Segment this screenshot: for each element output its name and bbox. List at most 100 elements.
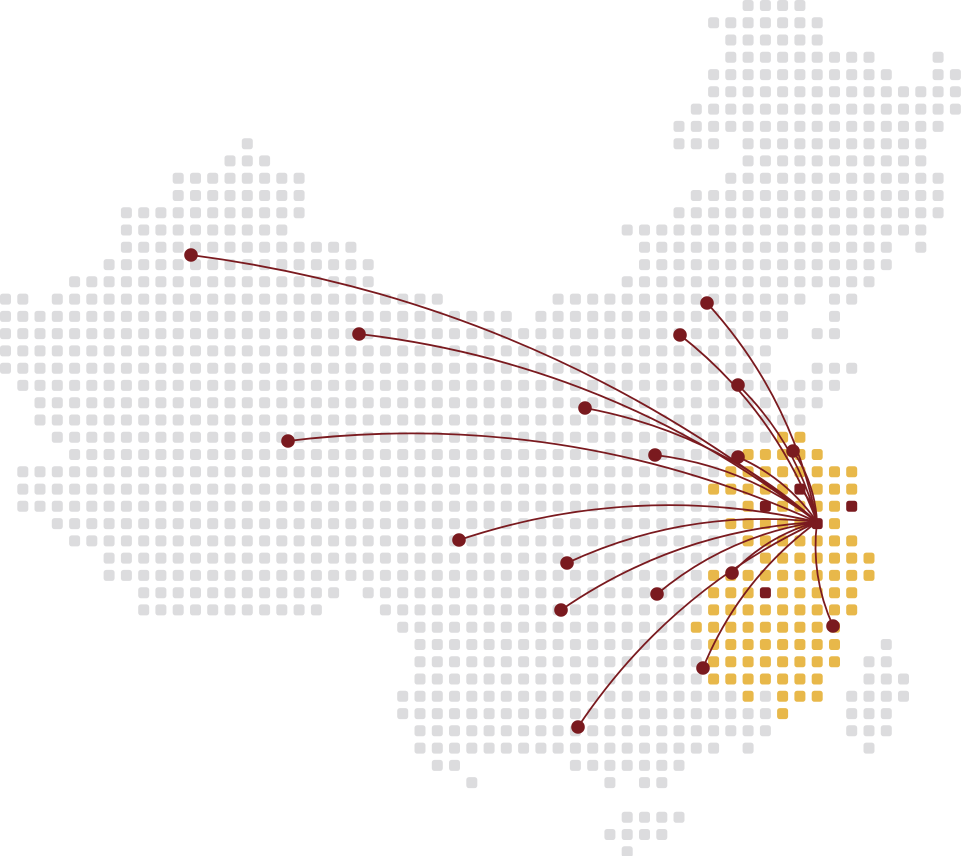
land-dot (846, 155, 858, 167)
land-dot (414, 535, 426, 547)
land-dot (414, 310, 426, 322)
land-dot (863, 708, 875, 720)
land-dot (69, 483, 81, 495)
land-dot (759, 276, 771, 288)
city-square-icon (759, 500, 771, 512)
land-dot (431, 293, 443, 305)
land-dot (138, 535, 150, 547)
land-dot (552, 414, 564, 426)
land-dot (725, 500, 737, 512)
land-dot (449, 656, 460, 668)
land-dot (656, 397, 668, 409)
land-dot (259, 466, 271, 478)
land-dot (362, 345, 374, 357)
land-dot (466, 414, 478, 426)
land-dot (397, 518, 409, 530)
land-dot (639, 224, 650, 236)
land-dot (207, 569, 219, 581)
land-dot (725, 51, 737, 63)
land-dot (120, 362, 132, 374)
land-dot (604, 759, 616, 771)
land-dot (362, 552, 374, 564)
land-dot (846, 86, 858, 98)
land-dot (500, 604, 512, 616)
land-dot (69, 328, 81, 340)
land-dot (207, 345, 219, 357)
land-dot (725, 34, 737, 46)
land-dot (518, 535, 530, 547)
land-dot (155, 587, 167, 599)
land-dot (500, 414, 512, 426)
land-dot (777, 207, 789, 219)
land-dot (639, 379, 650, 391)
land-dot (500, 310, 512, 322)
land-dot (690, 483, 702, 495)
land-dot (656, 604, 668, 616)
land-dot (224, 224, 236, 236)
land-dot (276, 414, 288, 426)
highlight-dot (777, 587, 789, 599)
land-dot (51, 397, 63, 409)
land-dot (500, 379, 512, 391)
land-dot (621, 725, 633, 737)
land-dot (639, 431, 650, 443)
land-dot (51, 345, 63, 357)
land-dot (259, 414, 271, 426)
land-dot (569, 690, 581, 702)
land-dot (414, 552, 426, 564)
highlight-dot (811, 604, 823, 616)
land-dot (207, 241, 219, 253)
land-dot (725, 293, 737, 305)
land-dot (535, 449, 547, 460)
highlight-dot (846, 483, 858, 495)
land-dot (17, 466, 29, 478)
land-dot (466, 656, 478, 668)
land-dot (794, 224, 806, 236)
land-dot (190, 172, 201, 184)
land-dot (172, 310, 184, 322)
land-dot (587, 414, 599, 426)
land-dot (621, 310, 633, 322)
land-dot (103, 431, 115, 443)
land-dot (241, 449, 253, 460)
land-dot (449, 362, 460, 374)
highlight-dot (811, 483, 823, 495)
land-dot (241, 379, 253, 391)
land-dot (172, 569, 184, 581)
land-dot (328, 483, 340, 495)
land-dot (328, 466, 340, 478)
land-dot (138, 241, 150, 253)
land-dot (138, 604, 150, 616)
land-dot (535, 362, 547, 374)
land-dot (138, 207, 150, 219)
land-dot (310, 310, 322, 322)
land-dot (880, 86, 892, 98)
land-dot (310, 466, 322, 478)
circle-marker-icon (571, 720, 585, 734)
land-dot (397, 397, 409, 409)
land-dot (552, 310, 564, 322)
land-dot (431, 535, 443, 547)
land-dot (829, 241, 840, 253)
land-dot (587, 742, 599, 754)
land-dot (259, 259, 271, 271)
land-dot (431, 483, 443, 495)
land-dot (518, 518, 530, 530)
land-dot (811, 328, 823, 340)
land-dot (777, 103, 789, 115)
land-dot (120, 328, 132, 340)
land-dot (0, 345, 11, 357)
land-dot (483, 397, 495, 409)
land-dot (172, 500, 184, 512)
land-dot (587, 690, 599, 702)
land-dot (794, 51, 806, 63)
land-dot (345, 483, 357, 495)
land-dot (345, 535, 357, 547)
land-dot (569, 708, 581, 720)
land-dot (621, 639, 633, 650)
land-dot (362, 362, 374, 374)
land-dot (431, 742, 443, 754)
land-dot (431, 725, 443, 737)
land-dot (552, 345, 564, 357)
land-dot (500, 690, 512, 702)
